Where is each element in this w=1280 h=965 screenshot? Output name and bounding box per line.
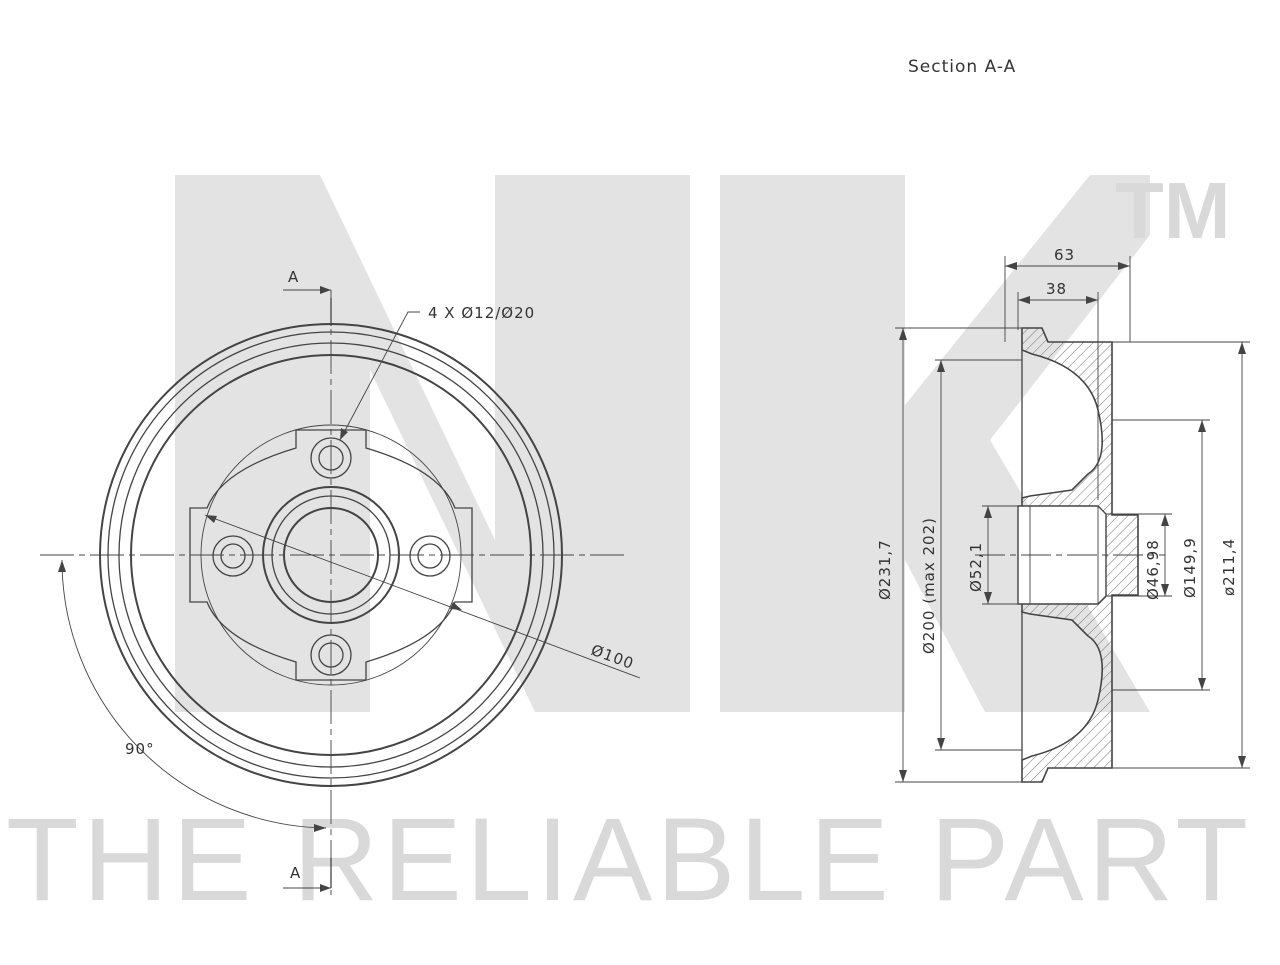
centre-bore-outer xyxy=(262,486,400,624)
dim-braking-arrow-top xyxy=(937,360,945,372)
bolt-hole-bottom xyxy=(310,634,352,676)
angle-arc xyxy=(61,559,327,829)
watermark-slogan: THE RELIABLE PART xyxy=(6,794,1252,926)
dim-outer-arrow-bottom xyxy=(899,770,907,782)
dim-flange-arrow-bottom xyxy=(1198,678,1206,690)
flange-diameter-label: Ø149,9 xyxy=(1181,537,1199,598)
dim-38-arrow-left xyxy=(1018,296,1030,304)
dim-centre-arrow-bottom xyxy=(1161,584,1169,596)
drum-braking-ring xyxy=(130,354,532,756)
bolt-hole-left xyxy=(212,535,254,577)
bolt-hole-top xyxy=(310,437,352,479)
bolt-note-arrow xyxy=(340,428,348,440)
section-marker-bottom: A xyxy=(290,864,301,882)
front-view: Ø100 4 X Ø12/Ø20 A A 90° xyxy=(40,268,641,895)
dim-63-arrow-right xyxy=(1118,262,1130,270)
bolt-note-leader xyxy=(339,311,420,441)
bolt-hole-right xyxy=(409,535,451,577)
dim-braking-arrow-bottom xyxy=(937,738,945,750)
pitch-diameter-leader xyxy=(204,514,641,679)
section-marker-bottom-arrow xyxy=(320,884,331,892)
dim-outer-arrow-top xyxy=(899,328,907,340)
section-marker-top-arrow xyxy=(320,286,331,294)
dim-shoulder-arrow-bottom xyxy=(1238,756,1246,768)
outer-diameter-label: Ø231,7 xyxy=(876,539,894,600)
dim-38-arrow-right xyxy=(1086,296,1098,304)
angle-label: 90° xyxy=(125,740,155,758)
angle-arrow-end xyxy=(314,824,326,832)
shoulder-diameter-label: ø211,4 xyxy=(1220,538,1238,596)
flange-outline-circle xyxy=(200,424,462,686)
dim-shoulder-arrow-top xyxy=(1238,342,1246,354)
centre-bore-ring xyxy=(271,495,391,615)
overall-width-label: 63 xyxy=(1054,246,1075,264)
drum-ring-2 xyxy=(107,331,555,779)
hub-width-label: 38 xyxy=(1046,280,1067,298)
centre-bore-label: Ø46,98 xyxy=(1144,539,1162,600)
dim-centre-arrow-top xyxy=(1161,514,1169,526)
dim-63-arrow-left xyxy=(1005,262,1017,270)
angle-arrow-start xyxy=(58,560,66,572)
dim-bearing-arrow-top xyxy=(984,506,992,518)
section-marker-top: A xyxy=(288,268,299,286)
section-title: Section A-A xyxy=(908,57,1016,77)
pitch-arrow-start xyxy=(205,515,217,523)
dim-bearing-arrow-bottom xyxy=(984,592,992,604)
dim-flange-arrow-top xyxy=(1198,420,1206,432)
section-view: 63 38 Ø231,7 Ø200 (max 202) Ø52,1 Ø xyxy=(876,246,1250,783)
pitch-arrow-end xyxy=(450,602,462,610)
braking-diameter-label: Ø200 (max 202) xyxy=(920,517,938,654)
bearing-bore-label: Ø52,1 xyxy=(967,542,985,592)
centre-bore-inner xyxy=(283,507,379,603)
bolt-hole-note: 4 X Ø12/Ø20 xyxy=(428,304,535,322)
watermark-trademark: TM xyxy=(1115,166,1231,255)
drum-ring-3 xyxy=(118,342,544,768)
